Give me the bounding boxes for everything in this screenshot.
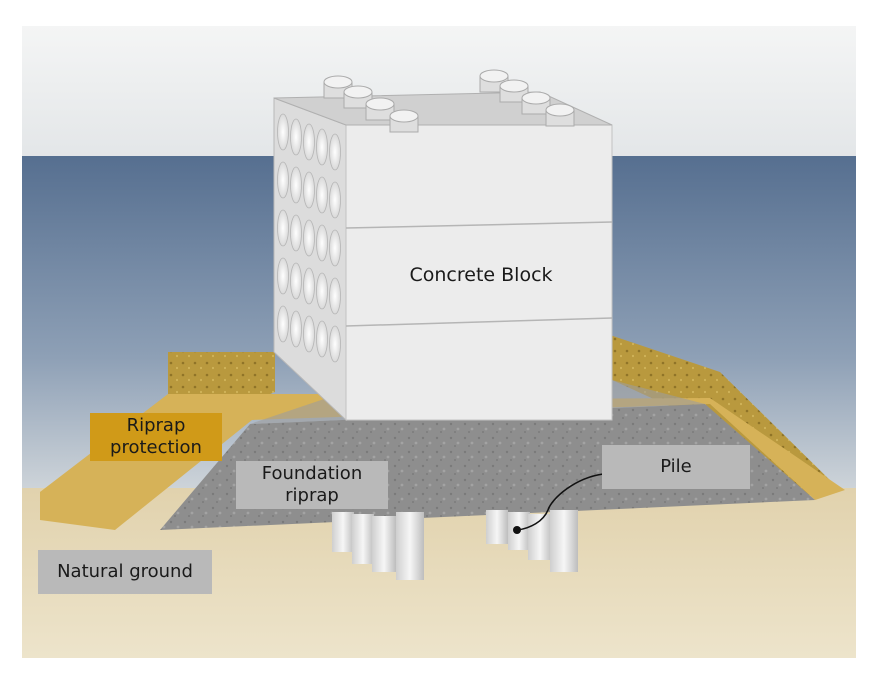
block-hole [277, 113, 289, 151]
block-hole [290, 118, 302, 156]
pile [372, 516, 396, 572]
riprap-protection-band [40, 394, 845, 530]
piles [332, 510, 578, 580]
block-hole [316, 224, 328, 262]
block-hole [303, 171, 315, 209]
block-hole [316, 320, 328, 358]
top-cylinders [323, 69, 575, 133]
block-hole [316, 128, 328, 166]
concrete-block-front [345, 124, 613, 421]
block-hole [290, 214, 302, 252]
top-cylinder [343, 85, 373, 109]
block-hole [290, 166, 302, 204]
block-hole [303, 267, 315, 305]
block-joint [345, 221, 613, 229]
block-hole [290, 310, 302, 348]
block-hole [316, 272, 328, 310]
block-hole [303, 219, 315, 257]
block-hole [329, 181, 341, 219]
pile [332, 512, 354, 552]
block-hole [290, 262, 302, 300]
pile-leader-dot [513, 526, 521, 534]
block-hole [277, 161, 289, 199]
label-riprap-protection: Riprap protection [90, 413, 222, 461]
block-hole [329, 277, 341, 315]
label-natural-ground: Natural ground [38, 550, 212, 594]
top-cylinder [479, 69, 509, 93]
pile [352, 514, 374, 564]
top-cylinder [521, 91, 551, 115]
block-hole [277, 209, 289, 247]
concrete-block-holes [277, 113, 341, 363]
label-concrete-block: Concrete Block [409, 264, 553, 286]
block-hole [277, 305, 289, 343]
block-hole [277, 257, 289, 295]
block-hole [329, 325, 341, 363]
label-foundation-riprap: Foundation riprap [236, 461, 388, 509]
pile [486, 510, 508, 544]
block-hole [329, 229, 341, 267]
block-hole [303, 315, 315, 353]
block-hole [329, 133, 341, 171]
block-hole [316, 176, 328, 214]
top-cylinder [545, 103, 575, 127]
pile [550, 510, 578, 572]
top-cylinder [499, 79, 529, 103]
block-joint [345, 317, 613, 327]
top-cylinder [365, 97, 395, 121]
pile [396, 512, 424, 580]
top-cylinder [389, 109, 419, 133]
pile-leader-line [517, 473, 604, 531]
label-pile: Pile [602, 445, 750, 489]
block-hole [303, 123, 315, 161]
